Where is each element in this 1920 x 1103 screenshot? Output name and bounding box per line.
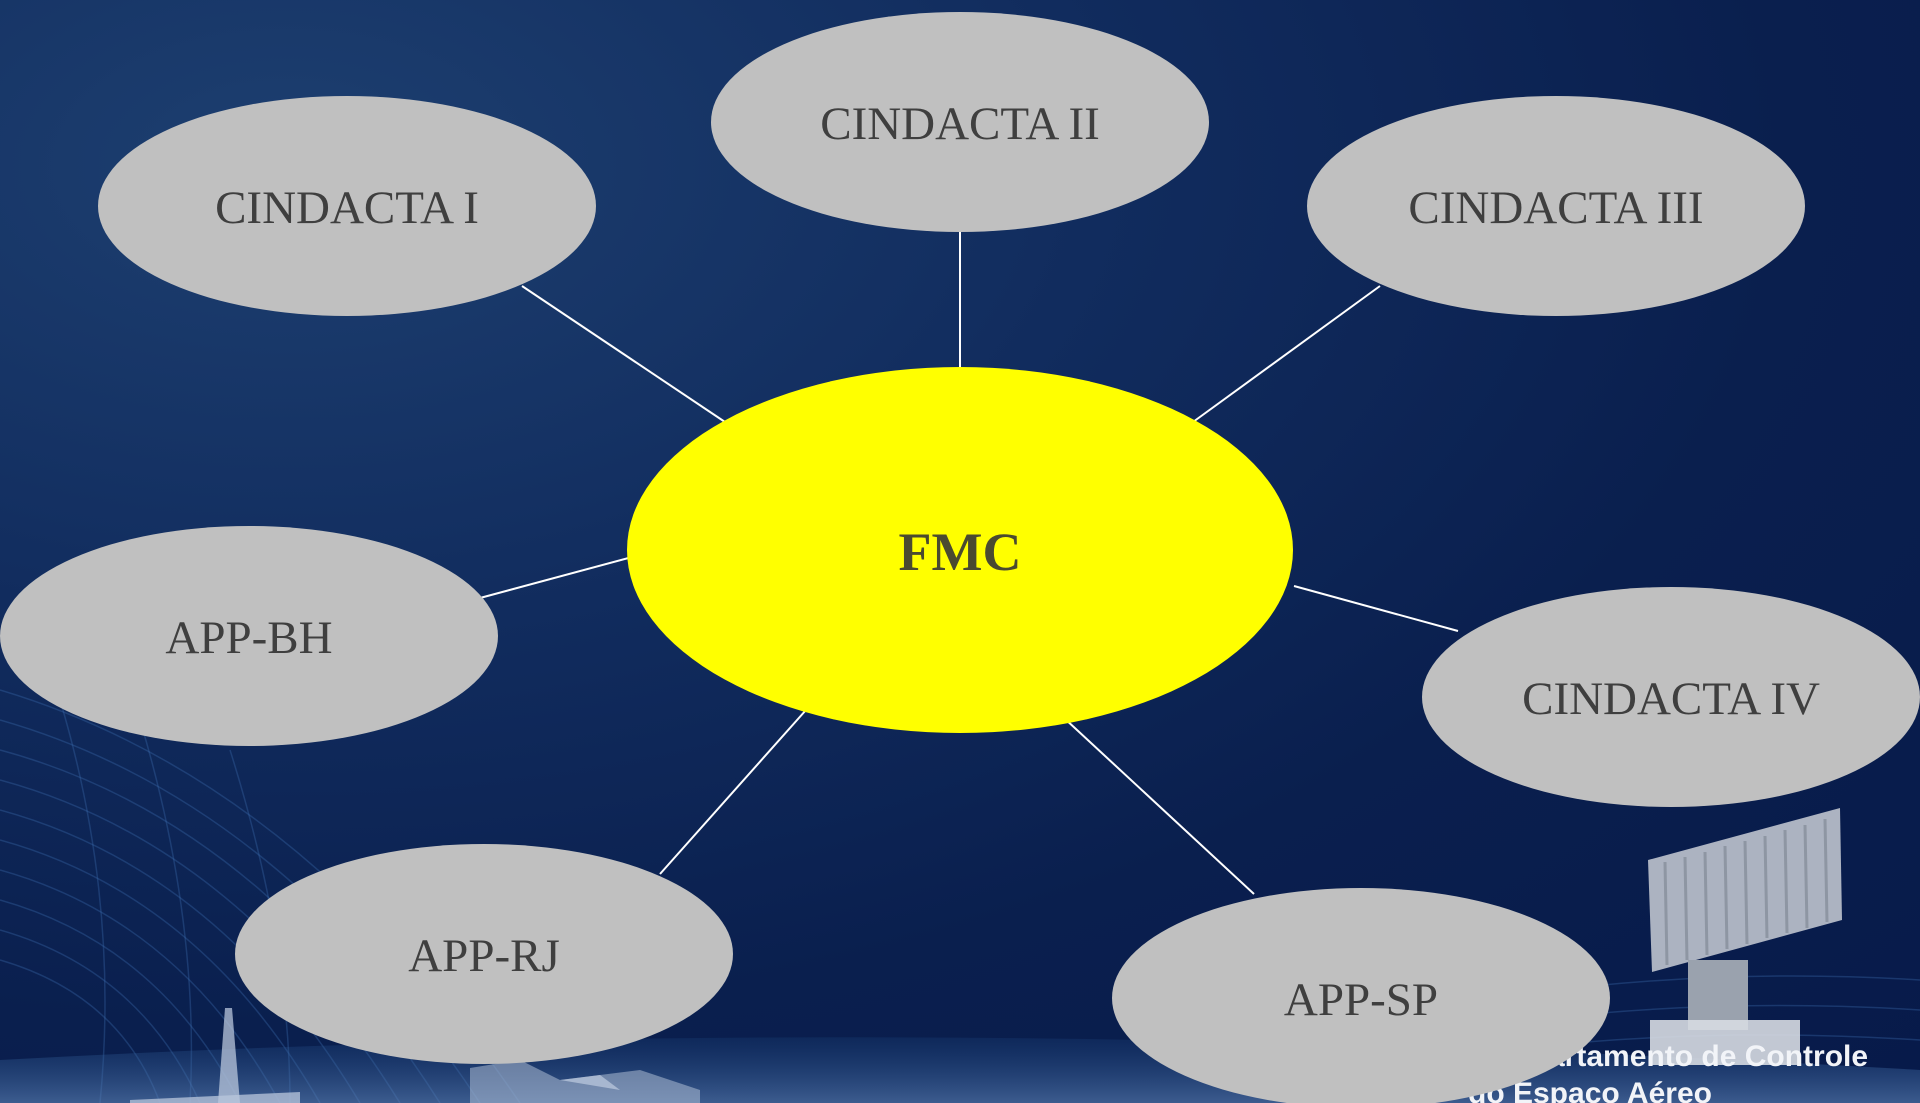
center-label: FMC (899, 522, 1022, 582)
center-node-fmc: FMC (627, 367, 1293, 733)
connector-cindacta-i (521, 285, 726, 423)
node-cindacta-ii: CINDACTA II (711, 12, 1209, 232)
connector-cindacta-iii (1192, 285, 1381, 423)
connectors (479, 232, 1459, 895)
radar-antenna-decoration (1648, 808, 1842, 1065)
node-app-bh: APP-BH (0, 526, 498, 746)
connector-cindacta-iv (1293, 585, 1459, 632)
aircraft-decoration (130, 1008, 700, 1103)
node-label: APP-RJ (408, 930, 560, 982)
node-label: APP-SP (1284, 974, 1438, 1026)
connector-app-sp (1035, 691, 1255, 895)
connector-app-bh (479, 555, 637, 599)
node-cindacta-iii: CINDACTA III (1307, 96, 1805, 316)
node-label: CINDACTA II (820, 98, 1100, 150)
node-app-sp: APP-SP (1112, 888, 1610, 1103)
node-label: CINDACTA I (215, 182, 479, 234)
connector-app-rj (659, 709, 807, 875)
node-label: CINDACTA III (1408, 182, 1703, 234)
node-label: CINDACTA IV (1522, 673, 1820, 725)
node-app-rj: APP-RJ (235, 844, 733, 1064)
node-cindacta-iv: CINDACTA IV (1422, 587, 1920, 807)
node-label: APP-BH (165, 612, 332, 664)
node-cindacta-i: CINDACTA I (98, 96, 596, 316)
branding-line-1: artamento de Controle (1548, 1040, 1868, 1073)
